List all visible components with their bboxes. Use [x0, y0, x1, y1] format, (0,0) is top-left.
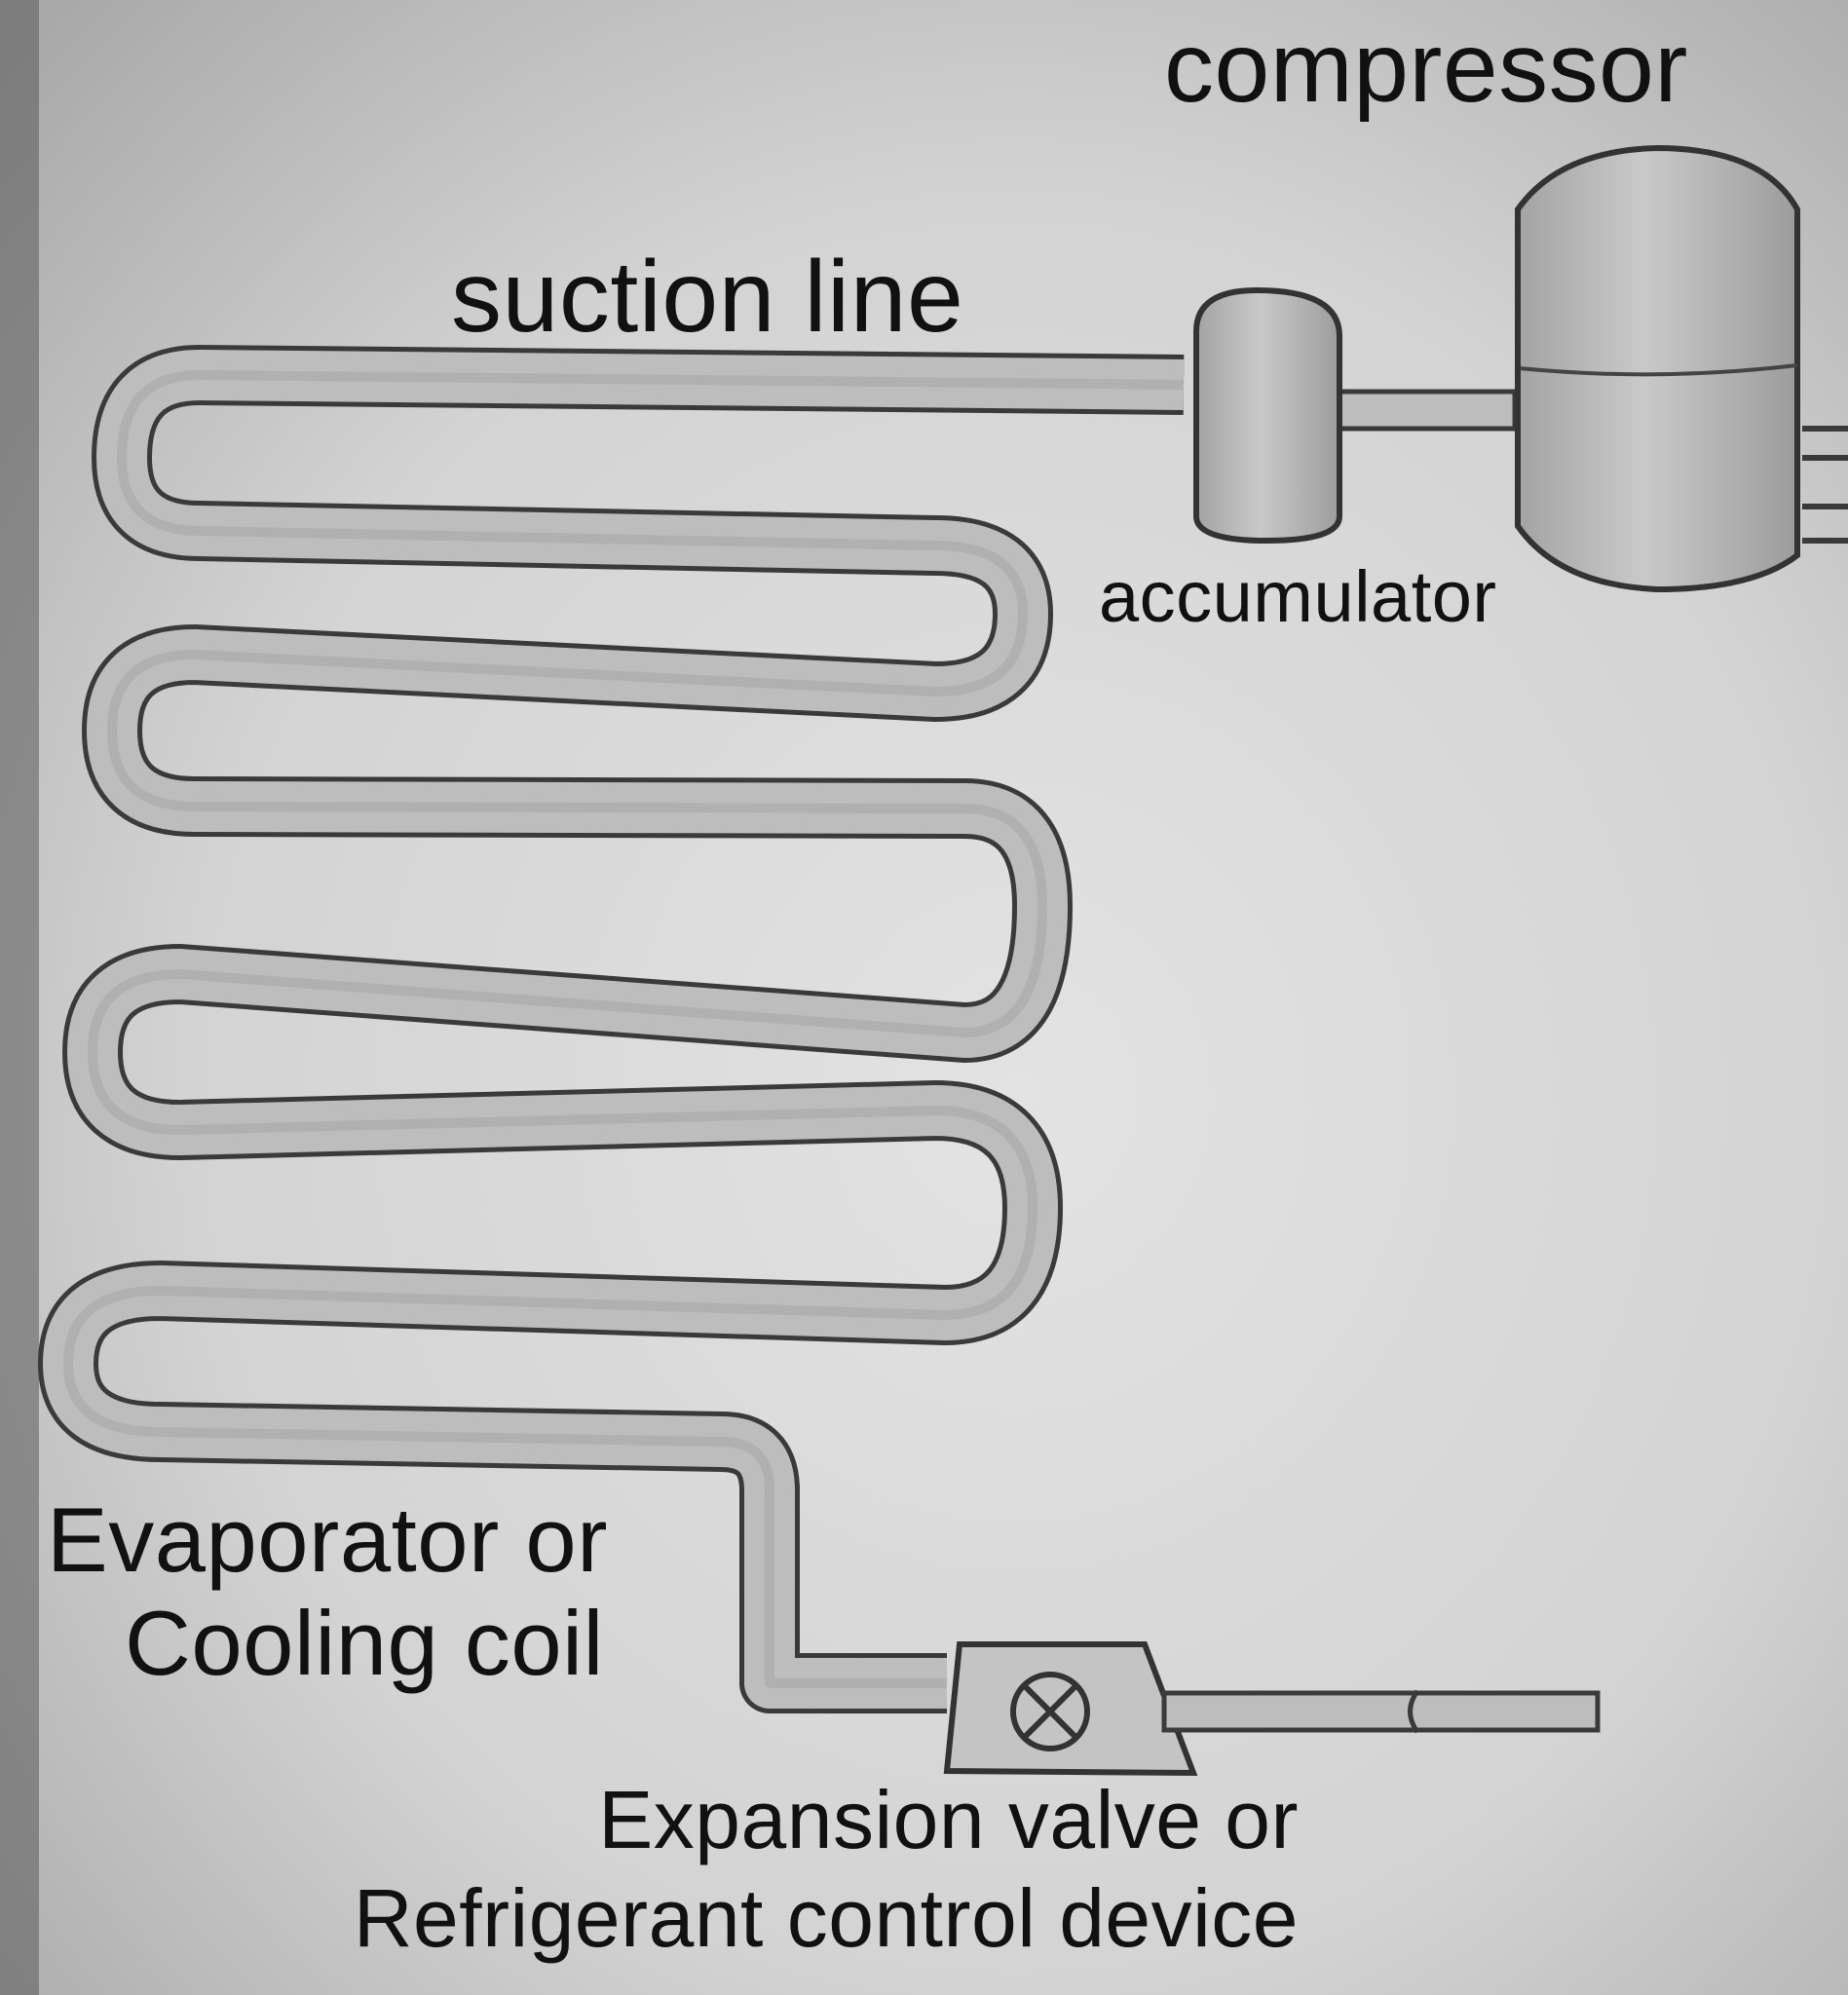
evaporator-coil-centerline: [63, 370, 1185, 1688]
evaporator-label-line2: Cooling coil: [125, 1592, 604, 1695]
liquid-line-pipe: [1161, 1690, 1601, 1733]
compressor-tank: [1515, 144, 1800, 593]
expansion-valve-label: Expansion valve or Refrigerant control d…: [285, 1771, 1299, 1968]
accumulator-label: accumulator: [1099, 556, 1497, 637]
accumulator-tank: [1193, 286, 1342, 545]
compressor-label: compressor: [1164, 12, 1688, 123]
liquid-line-joint: [1408, 1689, 1420, 1734]
compressor-seam: [1519, 363, 1798, 377]
suction-line-label: suction line: [451, 241, 964, 354]
accumulator-compressor-pipe: [1332, 389, 1518, 432]
paper-left-shadow: [0, 0, 39, 1995]
expansion-valve-body: [943, 1641, 1198, 1777]
expansion-valve-symbol-cross-b: [1021, 1682, 1079, 1741]
expansion-valve-symbol-circle: [1010, 1672, 1090, 1751]
expansion-valve-label-line2: Refrigerant control device: [353, 1871, 1299, 1964]
evaporator-label: Evaporator or Cooling coil: [47, 1488, 670, 1695]
expansion-valve-label-line1: Expansion valve or: [598, 1774, 1299, 1865]
evaporator-label-line1: Evaporator or: [47, 1488, 609, 1591]
